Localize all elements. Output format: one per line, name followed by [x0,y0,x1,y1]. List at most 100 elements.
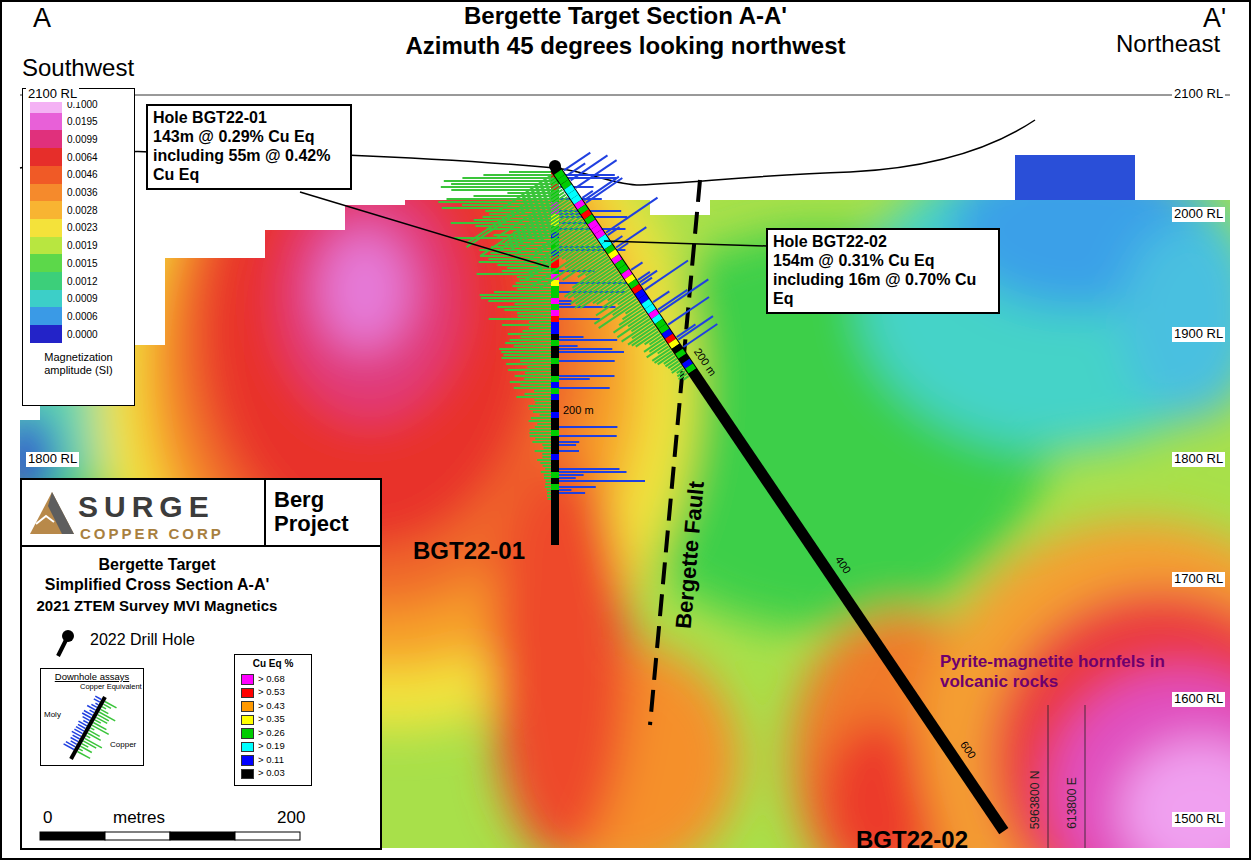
legend-text: > 0.26 [258,728,285,738]
divider [22,545,380,547]
assay-segment [605,242,608,247]
logo-mark [48,492,74,534]
copper-bar [535,438,551,440]
callout-box: Hole BGT22-01143m @ 0.29% Cu Eq includin… [146,104,352,190]
moly-bar [678,316,713,340]
grid-coordinate: 5963800 N [1029,771,1043,830]
copper-bar [521,336,552,338]
copper-bar [515,303,551,305]
copper-bar [477,273,551,275]
depth-marker: 200 m [691,346,719,378]
copper-bar [517,312,551,314]
legend-swatch [30,201,62,219]
moly-bar [608,227,620,235]
copper-bar [501,351,551,353]
scale-bar [105,832,170,840]
legend-swatch [30,237,62,255]
hole-label: BGT22-02 [856,826,968,854]
node-text: 2022 Drill Hole [90,631,195,649]
copper-bar [517,288,551,290]
copper-bar [90,728,94,730]
copper-bar [105,702,117,708]
legend-swatch [241,715,254,726]
moly-bar [606,198,658,233]
assay-segment [551,322,559,328]
anomaly [1120,220,1251,420]
copper-bar [480,294,551,296]
model-block [1015,155,1135,200]
copper-bar [520,384,551,386]
grid-line [20,95,1230,96]
legend-text: 0.0019 [67,240,98,251]
copper-bar [502,270,551,272]
assay-segment [588,217,591,222]
copper-bar [541,471,551,473]
copper-bar [510,339,552,341]
assay-segment [639,292,642,297]
legend-swatch [30,219,62,237]
moly-bar [559,360,615,362]
assay-segment [595,227,598,232]
drill-holes [438,153,1004,832]
moly-bar [567,163,585,175]
moly-bar [559,351,624,353]
moly-bar [94,699,100,702]
node-text: Downhole assays [41,671,143,682]
section-end: A' [1203,3,1226,34]
moly-bar [616,227,646,247]
legend-text: 0.0009 [67,293,98,304]
legend-text: 0.0028 [67,205,98,216]
moly-bar [559,345,578,347]
moly-bar [559,477,576,479]
anomaly [490,460,630,860]
copper-bar [80,746,92,752]
legend-text: > 0.03 [258,768,285,778]
magnetics-model [0,50,1251,860]
assay-segment [551,484,559,490]
grid-line [1085,705,1086,848]
legend-text: 0.0099 [67,134,98,145]
copper-bar [83,741,96,748]
assay-segment [608,247,611,252]
drill-hole [555,168,1004,831]
assay-segment [571,192,574,197]
copper-bar [529,408,551,410]
assay-segment [632,282,635,287]
callout-box: Hole BGT22-02154m @ 0.31% Cu Eq includin… [766,228,1000,314]
node-text: Hole BGT22-02 [773,233,993,252]
assay-segment [551,298,559,304]
node-text: Simplified Cross Section A-A' [22,576,292,594]
moly-bar [559,480,645,482]
assay-segment [551,340,559,346]
scale-bar [170,832,235,840]
assay-segment [672,341,675,346]
assay-segment [551,358,559,364]
assay-segment [612,252,615,257]
assay-segment [551,382,559,388]
direction: Southwest [22,54,134,82]
copper-bar [529,432,551,434]
moly-bar [64,744,74,750]
legend-swatch [30,325,62,343]
assay-segment [551,376,559,382]
copper-bar [520,360,551,362]
assay-segment [551,388,559,394]
copper-bar [499,348,551,350]
copper-bar [544,447,552,449]
direction: Northeast [1116,30,1220,58]
assay-segment [615,257,618,262]
moly-bar [645,261,688,290]
assay-segment [551,448,559,454]
copper-bar [544,474,551,476]
assay-segment [629,277,632,282]
assay-segment [551,442,559,448]
assay-segment [618,262,621,267]
node-text: Cu Eq % [235,658,311,669]
collar-dot [549,160,561,172]
elevation-label: 1500 RL [1172,812,1225,827]
copper-bar [537,459,551,461]
assay-segment [551,490,559,496]
assay-segment [645,302,648,307]
legend-swatch [241,701,254,712]
